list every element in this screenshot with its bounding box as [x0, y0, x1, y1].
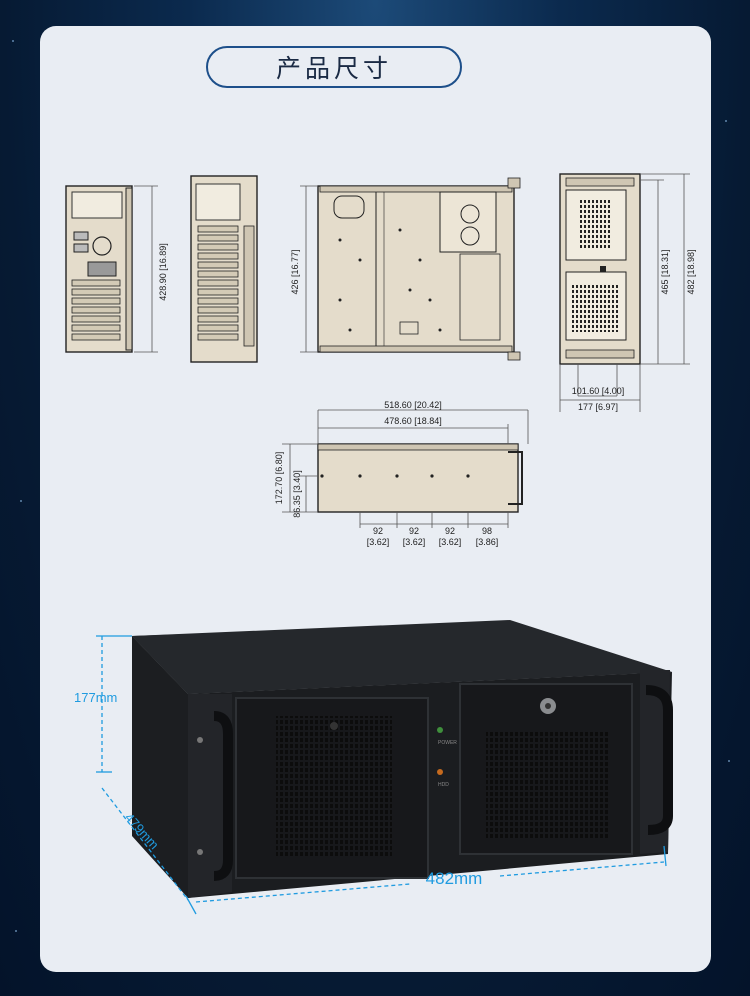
spacing-2-mm: 92: [409, 526, 419, 536]
section-title-text: 产品尺寸: [275, 54, 392, 83]
section-title: 产品尺寸: [206, 46, 462, 88]
star: [725, 120, 727, 122]
power-led-label: POWER: [438, 740, 457, 746]
spacing-3-inch: [3.62]: [439, 537, 462, 547]
spacing-1-mm: 92: [373, 526, 383, 536]
rear-width-2-label: 177 [6.97]: [578, 402, 618, 412]
rear-dims: [559, 173, 690, 412]
rear-width-1-label: 101.60 [4.00]: [572, 386, 625, 396]
star: [12, 40, 14, 42]
spacing-2-inch: [3.62]: [403, 537, 426, 547]
product-dimension-guides: [96, 635, 667, 915]
top-width-1-label: 518.60 [20.42]: [384, 400, 442, 410]
rear-height-1-label: 465 [18.31]: [660, 249, 670, 294]
width-label: 482mm: [426, 869, 483, 888]
height-label: 177mm: [74, 690, 117, 705]
chassis-illustration: POWER HDD: [132, 620, 673, 898]
front-view-drawing: [65, 185, 133, 353]
spacing-1-inch: [3.62]: [367, 537, 390, 547]
hdd-led-label: HDD: [438, 782, 449, 788]
side-view-drawing: [317, 177, 521, 361]
spacing-4-inch: [3.86]: [476, 537, 499, 547]
side-height-dim: [300, 185, 318, 353]
side-height-label: 426 [16.77]: [290, 249, 300, 294]
front-height-dim: [134, 185, 158, 353]
star: [20, 500, 22, 502]
front-height-label: 428.90 [16.89]: [158, 243, 168, 301]
rear-height-2-label: 482 [18.98]: [686, 249, 696, 294]
spacing-4-mm: 98: [482, 526, 492, 536]
front-panel-drawing: [559, 173, 641, 365]
top-width-2-label: 478.60 [18.84]: [384, 416, 442, 426]
spacing-3-mm: 92: [445, 526, 455, 536]
top-dims: [282, 409, 529, 528]
top-view-drawing: [317, 443, 523, 513]
rear-io-view-drawing: [190, 175, 258, 363]
star: [15, 930, 17, 932]
top-height-1-label: 172.70 [6.80]: [274, 452, 284, 505]
top-height-2-label: 86.35 [3.40]: [292, 470, 302, 518]
star: [728, 760, 730, 762]
